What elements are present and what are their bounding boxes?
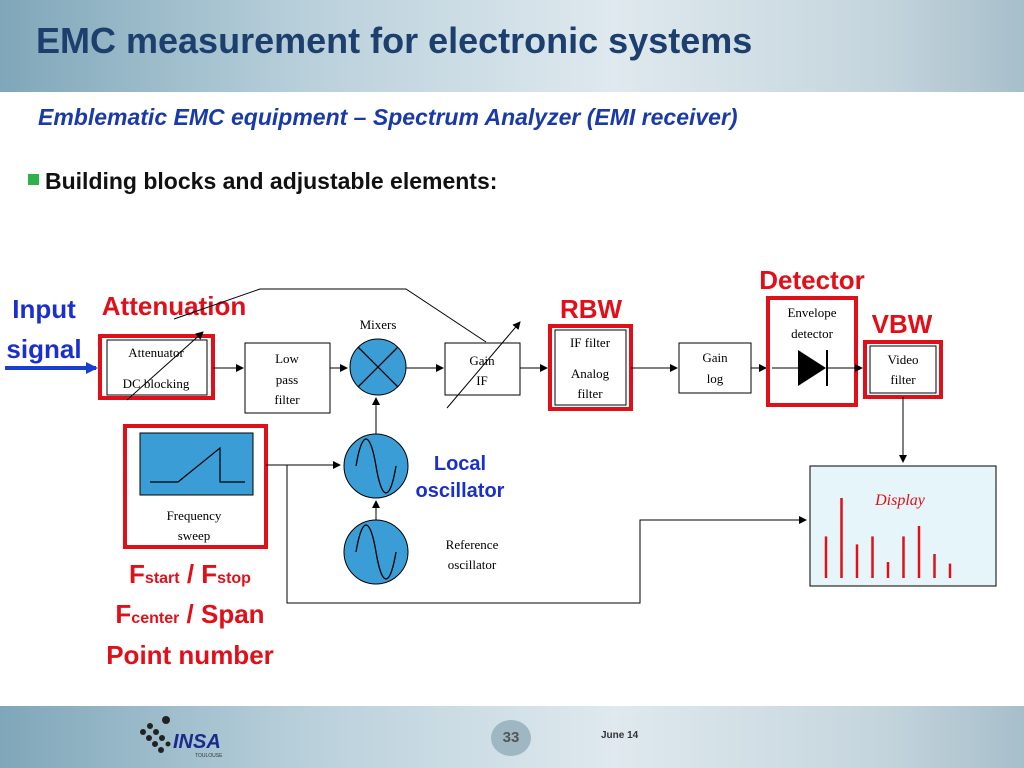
bullet-text: Building blocks and adjustable elements: xyxy=(45,168,498,194)
mixers-label: Mixers xyxy=(360,317,397,332)
input-label-line2: signal xyxy=(6,334,81,364)
envelope-text1: Envelope xyxy=(787,305,836,320)
attenuation-label: Attenuation xyxy=(102,291,246,321)
gainlog-text1: Gain xyxy=(702,350,728,365)
attenuator-text2: DC blocking xyxy=(123,376,190,391)
fcenter-span-label: Fcenter / Span xyxy=(115,599,264,629)
sweep-highlight xyxy=(123,424,268,549)
local-osc-label1: Local xyxy=(434,453,486,475)
lowpass-text2: pass xyxy=(276,372,298,387)
lowpass-text3: filter xyxy=(274,392,300,407)
gainif-text2: IF xyxy=(476,373,488,388)
attenuator-highlight xyxy=(98,334,215,400)
gainlog-text2: log xyxy=(707,371,724,386)
attenuator-block xyxy=(106,339,208,396)
reference-oscillator-sine-icon xyxy=(355,524,397,580)
header-band: EMC measurement for electronic systems xyxy=(0,0,1024,92)
ref-osc-label1: Reference xyxy=(446,537,499,552)
rbw-label: RBW xyxy=(560,294,623,324)
ref-osc-label2: oscillator xyxy=(448,557,497,572)
slide-title: EMC measurement for electronic systems xyxy=(36,20,753,61)
sweep-text2: sweep xyxy=(178,528,211,543)
att-gain-coupling-line xyxy=(173,288,487,343)
bullet-item: Building blocks and adjustable elements: xyxy=(28,168,497,195)
lowpass-text1: Low xyxy=(275,351,299,366)
iffilter-block xyxy=(554,329,627,406)
insa-toulouse-logo: INSA TOULOUSE xyxy=(140,716,223,759)
gainif-adjust-arrow xyxy=(446,321,521,409)
videofilter-text1: Video xyxy=(888,352,919,367)
block-diagram: Input signal Attenuation Attenuator DC b… xyxy=(5,265,997,670)
page-number-badge: 33 xyxy=(491,720,531,756)
input-label-line1: Input xyxy=(12,294,76,324)
iffilter-text1: IF filter xyxy=(570,335,611,350)
gainif-text1: Gain xyxy=(469,353,495,368)
mixer-cross-b xyxy=(357,346,399,388)
slide-subtitle: Emblematic EMC equipment – Spectrum Anal… xyxy=(38,104,738,130)
display-spectrum xyxy=(824,498,952,578)
detector-label: Detector xyxy=(759,265,864,295)
gainlog-block xyxy=(678,342,752,394)
videofilter-block xyxy=(869,345,937,394)
local-oscillator-sine-icon xyxy=(355,438,397,494)
vbw-label: VBW xyxy=(872,309,933,339)
svg-text:TOULOUSE: TOULOUSE xyxy=(195,753,223,759)
attenuator-adjust-arrow xyxy=(126,331,204,401)
lowpass-block xyxy=(244,342,331,414)
wire-sweep-display xyxy=(286,465,807,604)
footer-date: June 14 xyxy=(601,730,639,741)
envelope-text2: detector xyxy=(791,326,834,341)
sweep-graph xyxy=(139,432,254,496)
attenuator-text1: Attenuator xyxy=(128,345,184,360)
bullet-square-icon xyxy=(28,174,39,186)
fstart-fstop-label: Fstart / Fstop xyxy=(129,559,251,589)
display-label: Display xyxy=(874,492,926,509)
point-number-label: Point number xyxy=(106,640,274,670)
sweep-text1: Frequency xyxy=(167,508,222,523)
svg-text:INSA: INSA xyxy=(173,731,221,753)
gainif-block xyxy=(444,342,521,396)
videofilter-text2: filter xyxy=(890,372,916,387)
sweep-ramp-icon xyxy=(150,446,245,483)
iffilter-text3: filter xyxy=(577,386,603,401)
iffilter-text2: Analog xyxy=(571,366,610,381)
detector-highlight xyxy=(766,296,858,407)
local-osc-label2: oscillator xyxy=(416,480,505,502)
diode-icon xyxy=(798,350,826,386)
